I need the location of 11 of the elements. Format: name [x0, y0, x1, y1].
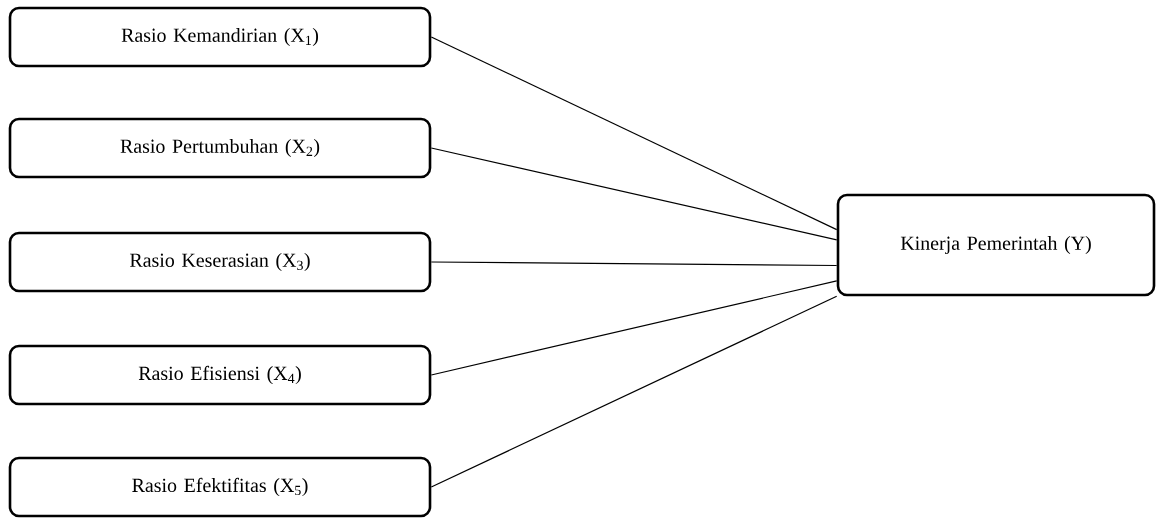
connector-line [430, 261, 838, 267]
process-box: Rasio Keserasian (X$_{3}$) [8, 231, 432, 293]
connector-line [430, 147, 838, 241]
process-box: Rasio Pertumbuhan (X$_{2}$) [8, 117, 432, 179]
process-box: Rasio Efisiensi (X$_{4}$) [8, 344, 432, 406]
process-box: Kinerja Pemerintah (Y) [836, 193, 1156, 297]
process-box: Rasio Efektifitas (X$_{5}$) [8, 456, 432, 518]
connector-line [430, 295, 838, 488]
process-box: Rasio Kemandirian (X$_{1}$) [8, 6, 432, 68]
connector-line [430, 36, 838, 231]
connector-line [430, 280, 838, 376]
